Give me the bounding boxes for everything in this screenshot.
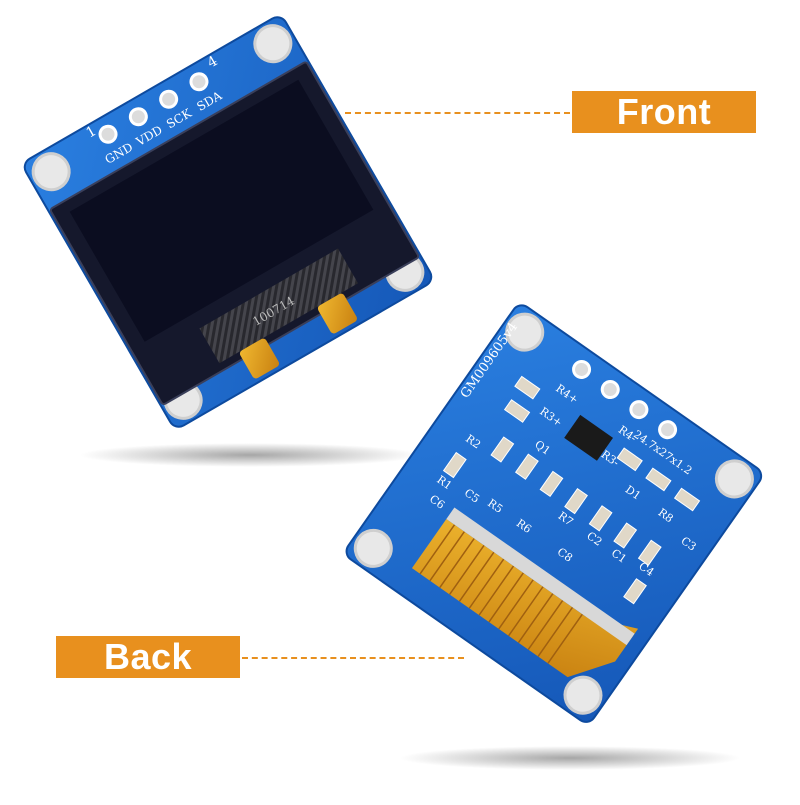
back-mounting-holes (353, 312, 754, 715)
flex-ribbon (411, 518, 639, 678)
flex-tab-right (317, 293, 357, 334)
front-header-pins (98, 72, 209, 144)
back-header-pins (572, 359, 678, 440)
back-module: GM009605v4 24.7x27x1.2 R4- R3- R4+ R3+ D… (345, 304, 763, 723)
front-label: Front (572, 91, 756, 133)
back-callout-line (242, 657, 464, 659)
flex-traces (419, 524, 583, 664)
back-pcb (345, 304, 763, 723)
front-callout-line (345, 112, 570, 114)
smd-components (442, 375, 701, 605)
back-shadow (400, 746, 740, 770)
connector-pads (446, 507, 635, 646)
front-module: 1 4 GND VDD SCK SDA 100714 (23, 16, 433, 428)
front-shadow (80, 443, 420, 467)
oled-screen (69, 79, 374, 342)
flex-tab-left (239, 338, 280, 379)
back-label: Back (56, 636, 240, 678)
oled-driver-ic (199, 248, 359, 364)
